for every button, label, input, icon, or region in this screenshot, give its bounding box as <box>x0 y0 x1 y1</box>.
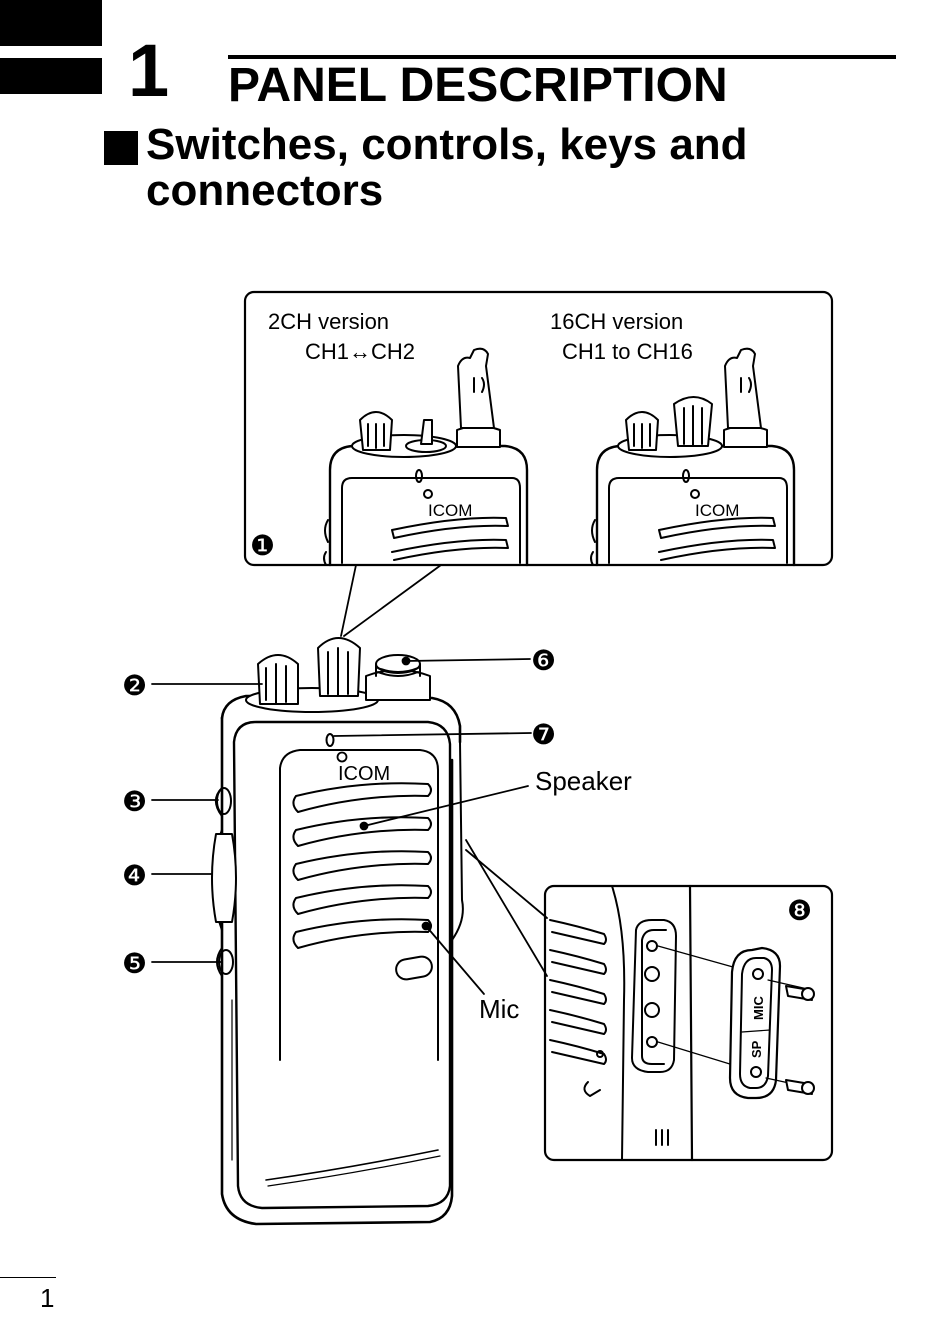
title-rule <box>228 55 896 59</box>
jack-inset <box>543 884 834 1162</box>
chapter-title: PANEL DESCRIPTION <box>228 59 728 112</box>
status-led <box>325 733 335 747</box>
inset-connector-lines <box>340 564 442 637</box>
callout-1: ❶ <box>250 530 275 561</box>
callout-2: ❷ <box>122 670 147 701</box>
callout-7: ❼ <box>531 719 556 750</box>
main-radio <box>211 637 464 1226</box>
page-number: 1 <box>40 1283 55 1313</box>
jack-inset-connector-lines <box>465 839 548 977</box>
mic-label: Mic <box>479 994 519 1024</box>
jack-cover-sp-label: SP <box>749 1040 764 1058</box>
speaker-grille-slots <box>292 782 432 949</box>
chapter-tab-top <box>0 0 102 46</box>
jack-inset-frame <box>543 884 834 1162</box>
inset-2ch-sub: CH1↔CH2 <box>305 339 415 364</box>
footer-rule <box>0 1277 56 1278</box>
top-inset-frame <box>243 290 834 567</box>
mic-hole <box>395 955 433 981</box>
inset-2ch-brand: ICOM <box>428 501 472 520</box>
section-title: Switches, controls, keys and connectors <box>146 120 748 215</box>
speaker-label: Speaker <box>535 766 632 796</box>
callout-leaders <box>151 656 532 995</box>
chapter-number: 1 <box>128 29 170 112</box>
jack-cover-mic-label: MIC <box>751 996 766 1020</box>
callout-4: ❹ <box>122 860 147 891</box>
callout-8: ❽ <box>787 895 812 926</box>
inset-16ch-sub: CH1 to CH16 <box>562 339 693 364</box>
inset-2ch-title: 2CH version <box>268 309 389 334</box>
top-inset <box>243 290 834 567</box>
callout-5: ❺ <box>122 948 147 979</box>
inset-radio-16ch <box>590 347 796 567</box>
inset-radio-2ch <box>323 347 529 567</box>
volume-knob <box>257 654 299 705</box>
callout-3: ❸ <box>122 786 147 817</box>
inset-16ch-title: 16CH version <box>550 309 683 334</box>
radio-brand: ICOM <box>338 763 390 785</box>
inset-16ch-brand: ICOM <box>695 501 739 520</box>
callout-6: ❻ <box>531 645 556 676</box>
chapter-tab-bottom <box>0 58 102 94</box>
section-bullet-square <box>104 131 138 165</box>
